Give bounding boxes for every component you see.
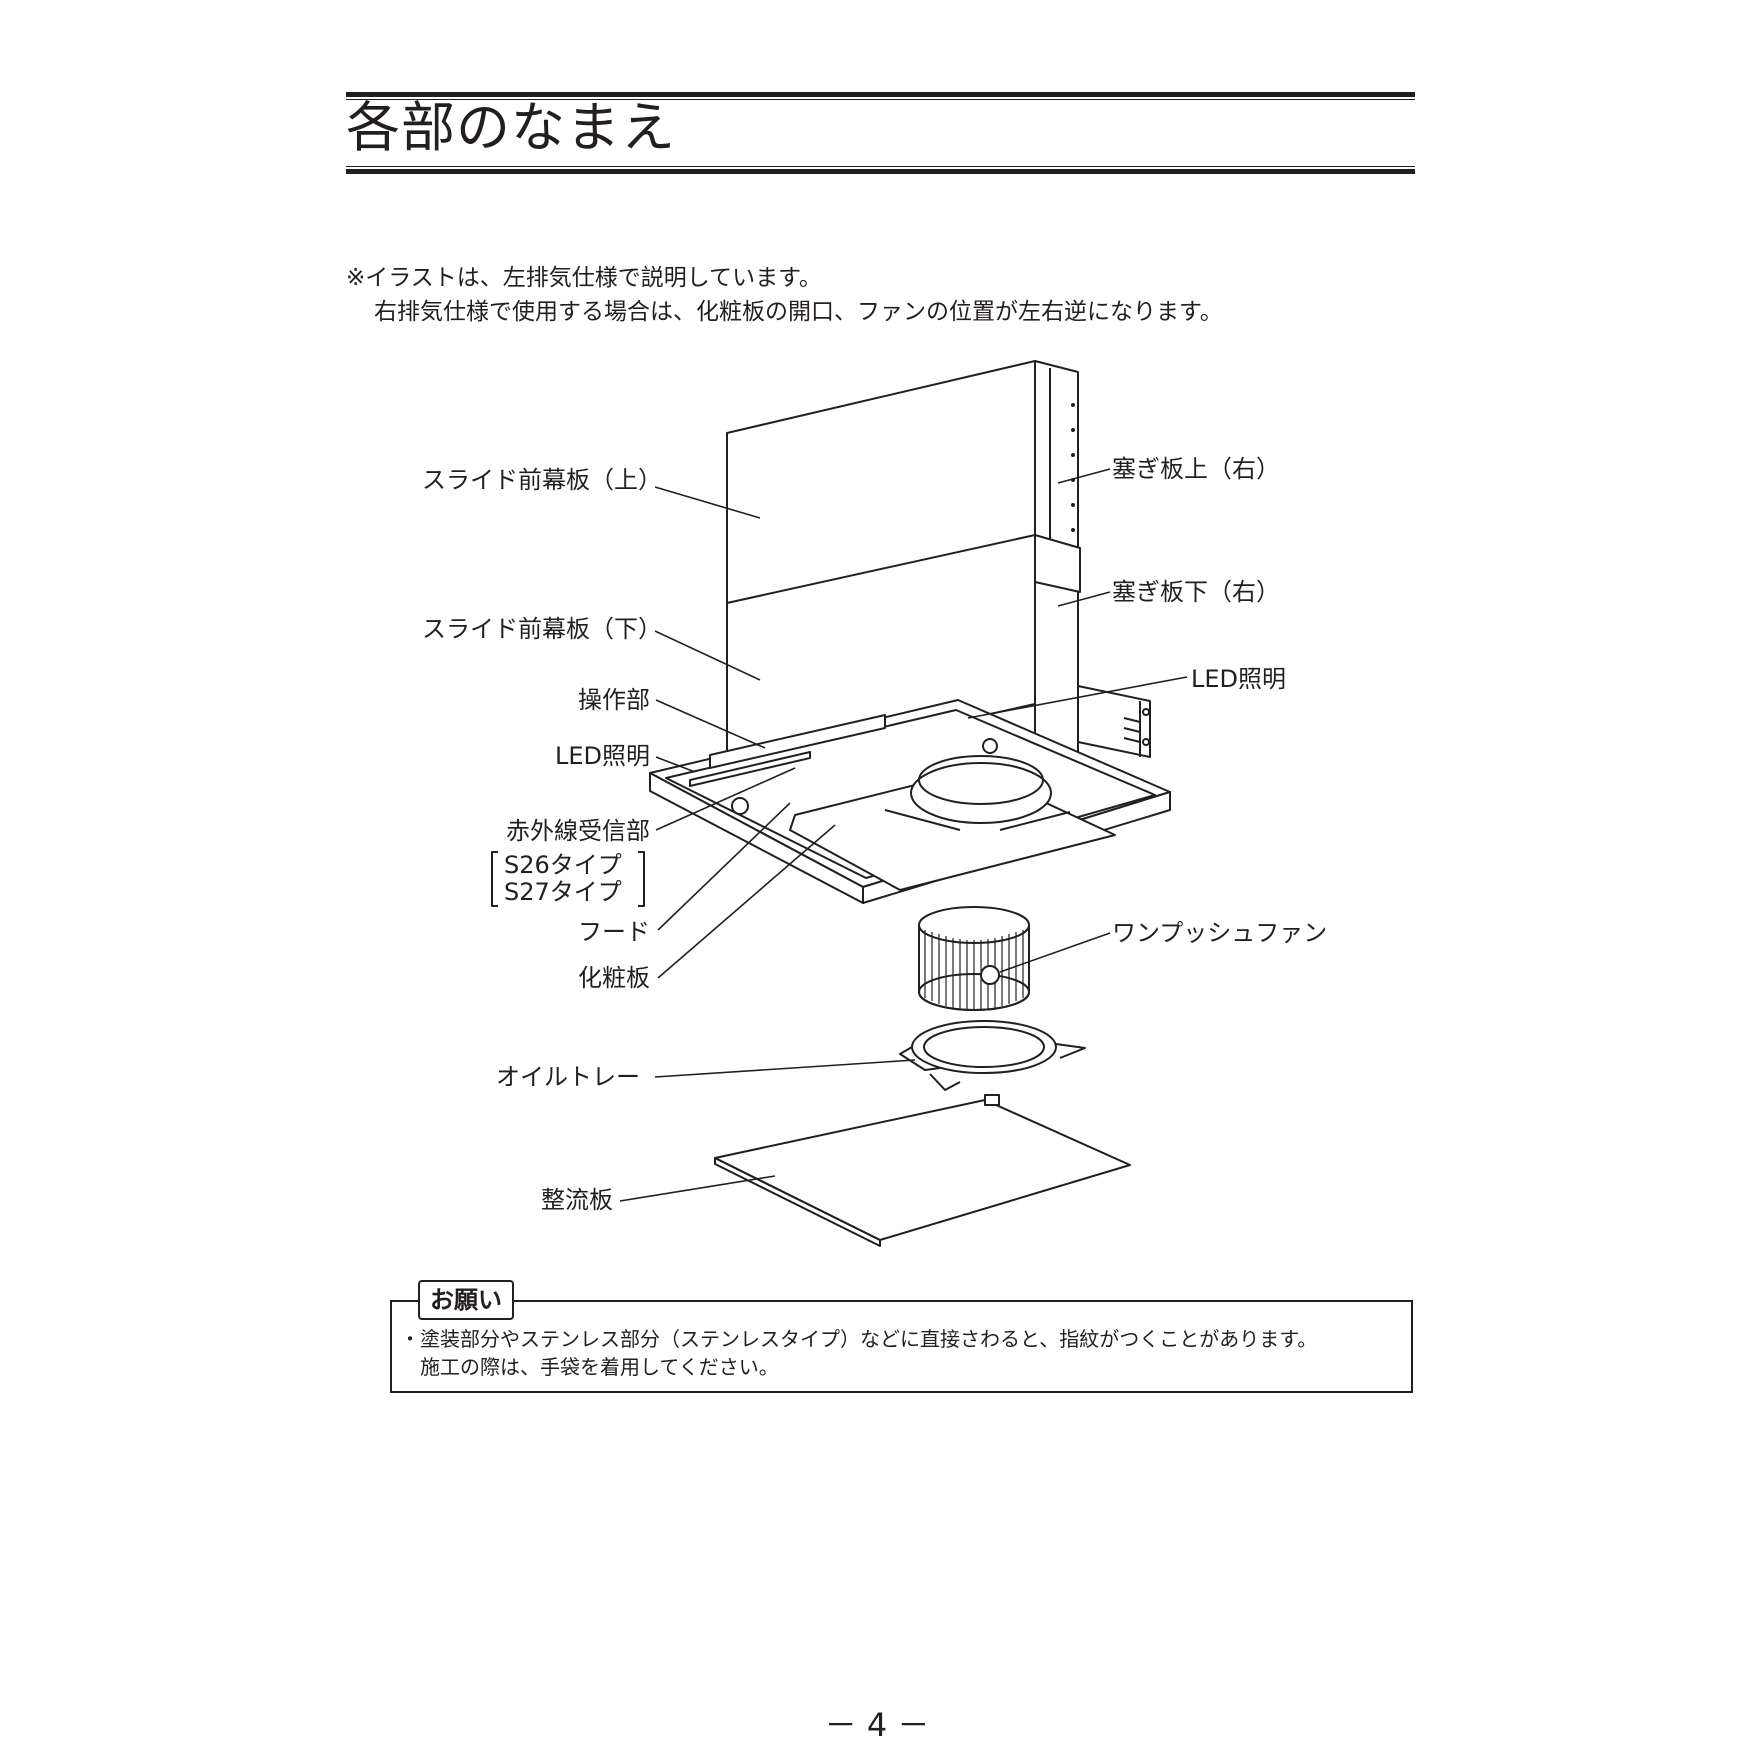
title-rule-top-thin: [346, 99, 1415, 100]
page-title: 各部のなまえ: [346, 96, 676, 159]
label-slide-front-upper: スライド前幕板（上）: [422, 466, 662, 494]
label-one-push-fan: ワンプッシュファン: [1112, 919, 1328, 947]
label-rectifier-plate: 整流板: [541, 1186, 613, 1214]
label-ir-receiver: 赤外線受信部: [506, 817, 650, 845]
label-decorative-panel: 化粧板: [578, 964, 650, 992]
intro-note-line1: ※イラストは、左排気仕様で説明しています。: [346, 265, 822, 291]
rectifier-plate: [714, 1099, 1131, 1241]
title-rule-bottom-thick: [346, 169, 1415, 174]
notice-title: お願い: [418, 1280, 514, 1320]
notice-line2: 施工の際は、手袋を着用してください。: [420, 1355, 779, 1379]
label-ir-type-s26: S26タイプ: [504, 851, 622, 879]
title-rule-bottom-thin: [346, 166, 1415, 167]
page-number: － 4 －: [824, 1706, 930, 1744]
exhaust-opening: [910, 762, 1052, 824]
label-closing-plate-lower-right: 塞ぎ板下（右）: [1112, 578, 1280, 606]
label-closing-plate-upper-right: 塞ぎ板上（右）: [1112, 455, 1280, 483]
label-control-panel: 操作部: [578, 686, 650, 714]
notice-line1: ・塗装部分やステンレス部分（ステンレスタイプ）などに直接さわると、指紋がつくこと…: [400, 1327, 1318, 1351]
label-oil-tray: オイルトレー: [496, 1063, 640, 1091]
label-slide-front-lower: スライド前幕板（下）: [422, 615, 662, 643]
label-ir-type-s27: S27タイプ: [504, 878, 622, 906]
title-rule-top-thick: [346, 92, 1415, 97]
notice-box: [390, 1300, 1413, 1393]
label-led-light-left: LED照明: [554, 742, 650, 770]
one-push-fan-drawing: [918, 906, 1030, 1011]
label-led-light-right: LED照明: [1191, 665, 1287, 693]
intro-note-line2: 右排気仕様で使用する場合は、化粧板の開口、ファンの位置が左右逆になります。: [374, 299, 1223, 325]
oil-tray-drawing: [899, 1020, 1086, 1091]
label-hood: フード: [578, 918, 650, 946]
control-panel-bar: [709, 714, 886, 769]
